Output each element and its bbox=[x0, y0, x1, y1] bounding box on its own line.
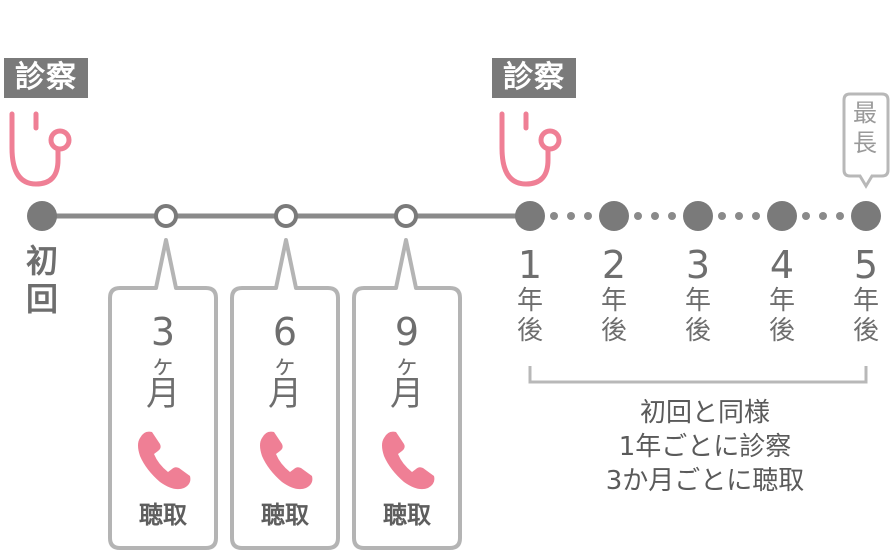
callout-9-months bbox=[352, 238, 462, 550]
month-word: 月 bbox=[146, 374, 180, 414]
node-year-4 bbox=[767, 201, 797, 231]
callout-6-months bbox=[230, 238, 340, 550]
node-6-months bbox=[274, 204, 298, 228]
max-tag-text: 最 長 bbox=[853, 99, 877, 157]
max-tag-bubble bbox=[842, 92, 890, 189]
note-line-2: 1年ごとに診察 bbox=[618, 432, 792, 462]
phone-icon bbox=[260, 431, 313, 490]
year-unit: 年 後 bbox=[600, 286, 627, 346]
node-3-months bbox=[154, 204, 178, 228]
timeline-dotted-line bbox=[550, 212, 844, 220]
node-year-2 bbox=[599, 201, 629, 231]
year-label-5: 5 年 後 bbox=[841, 244, 891, 346]
call-label: 聴取 bbox=[383, 501, 431, 529]
month-word: 月 bbox=[390, 374, 424, 414]
year-unit: 年 後 bbox=[684, 286, 711, 346]
node-first-visit bbox=[27, 201, 57, 231]
stethoscope-icon bbox=[499, 111, 562, 187]
phone-icon bbox=[382, 431, 435, 490]
call-label: 聴取 bbox=[261, 501, 309, 529]
year-number: 3 bbox=[685, 243, 711, 287]
years-bracket bbox=[528, 366, 868, 384]
month-number: 3 bbox=[150, 310, 176, 354]
year-label-3: 3 年 後 bbox=[673, 244, 723, 346]
first-visit-label: 初 回 bbox=[25, 242, 58, 318]
month-word: 月 bbox=[268, 374, 302, 414]
node-year-3 bbox=[683, 201, 713, 231]
schedule-note: 初回と同様 1年ごとに診察 3か月ごとに聴取 bbox=[545, 396, 865, 498]
note-line-3: 3か月ごとに聴取 bbox=[605, 466, 805, 496]
stethoscope-icon bbox=[9, 111, 72, 187]
month-unit: ヶ bbox=[151, 351, 175, 379]
diagnosis-badge-first: 診察 bbox=[4, 58, 88, 98]
month-card-3: 3 ヶ 月 聴取 bbox=[113, 0, 213, 550]
diagnosis-badge-year1: 診察 bbox=[492, 58, 576, 98]
year-label-1: 1 年 後 bbox=[505, 244, 555, 346]
year-number: 5 bbox=[853, 243, 879, 287]
call-label: 聴取 bbox=[139, 501, 187, 529]
callout-3-months bbox=[108, 238, 218, 550]
note-line-1: 初回と同様 bbox=[639, 398, 770, 428]
year-number: 4 bbox=[769, 243, 795, 287]
month-number: 6 bbox=[272, 310, 298, 354]
month-card-9: 9 ヶ 月 聴取 bbox=[357, 0, 457, 550]
month-number: 9 bbox=[394, 310, 420, 354]
month-card-6: 6 ヶ 月 聴取 bbox=[235, 0, 335, 550]
node-year-5 bbox=[851, 201, 881, 231]
node-year-1 bbox=[515, 201, 545, 231]
node-9-months bbox=[394, 204, 418, 228]
year-unit: 年 後 bbox=[516, 286, 543, 346]
year-number: 2 bbox=[601, 243, 627, 287]
year-number: 1 bbox=[517, 243, 543, 287]
year-label-2: 2 年 後 bbox=[589, 244, 639, 346]
phone-icon bbox=[138, 431, 191, 490]
year-label-4: 4 年 後 bbox=[757, 244, 807, 346]
month-unit: ヶ bbox=[273, 351, 297, 379]
month-unit: ヶ bbox=[395, 351, 419, 379]
year-unit: 年 後 bbox=[768, 286, 795, 346]
year-unit: 年 後 bbox=[852, 286, 879, 346]
